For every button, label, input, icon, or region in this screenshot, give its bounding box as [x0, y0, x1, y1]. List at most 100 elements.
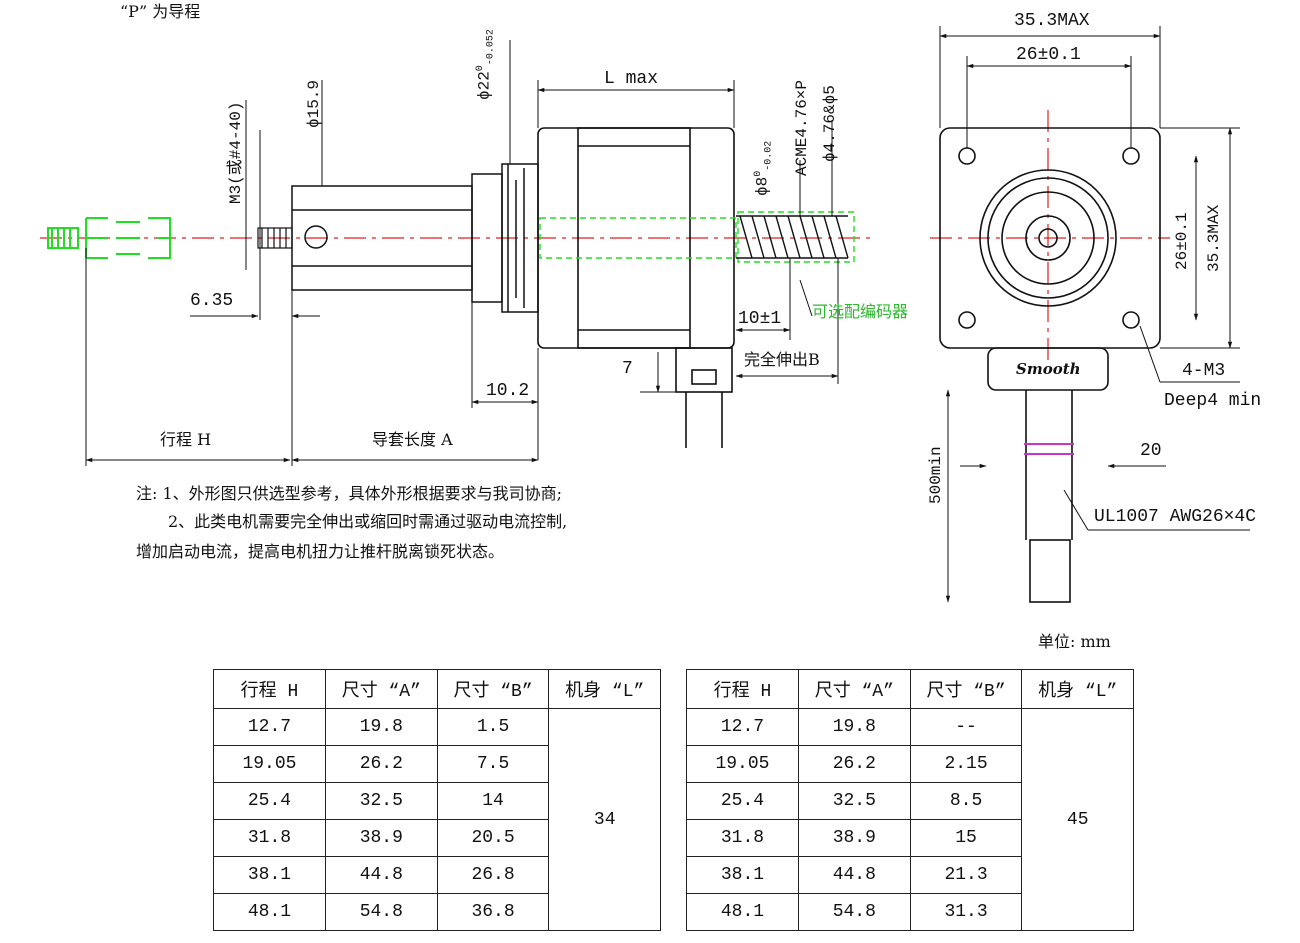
- table-cell: 36.8: [436, 893, 550, 931]
- note-line-2: 2、此类电机需要完全伸出或缩回时需通过驱动电流控制,: [168, 512, 568, 531]
- table-row: 19.05 26.2 7.5: [213, 745, 661, 783]
- dim-m3-thread: M3(或#4-40): [227, 101, 245, 204]
- dim-phi22-tol-upper: 0: [475, 65, 486, 72]
- brand-logo: Smooth: [1016, 360, 1081, 378]
- table-row: 48.1 54.8 36.8: [213, 893, 661, 931]
- note-line-1: 注: 1、外形图只供选型参考，具体外形根据要求与我司协商;: [136, 484, 563, 503]
- dim-10-2: 10.2: [486, 381, 530, 401]
- dim-phi8-tol-upper: 0: [753, 170, 764, 177]
- table-cell: 25.4: [686, 782, 799, 820]
- table-cell: 19.05: [686, 745, 799, 783]
- table-row: 12.7 19.8 -- 45: [686, 708, 1134, 931]
- side-dimensions: [85, 40, 839, 466]
- header-size-b: 尺寸 “B”: [909, 669, 1023, 709]
- lead-screw: [736, 215, 849, 259]
- dim-phi15-9: ϕ15.9: [305, 79, 323, 128]
- table-cell: 12.7: [686, 708, 799, 746]
- table-row: 12.7 19.8 1.5 34: [213, 708, 661, 931]
- dim-phi22-label: ϕ22: [475, 71, 494, 100]
- encoder-outline: [539, 211, 855, 263]
- table-cell: 15: [909, 819, 1023, 857]
- cable-marker: [1024, 443, 1074, 455]
- rod-end-green: [47, 217, 171, 259]
- dim-lead-500min: 500min: [927, 446, 945, 504]
- table-cell: 38.9: [797, 819, 911, 857]
- dim-10-pm-1: 10±1: [738, 309, 782, 329]
- table-cell: 21.3: [909, 856, 1023, 894]
- table-cell: 19.05: [213, 745, 326, 783]
- spec-table-34: 行程 H 尺寸 “A” 尺寸 “B” 机身 “L” 12.7 19.8 1.5 …: [213, 669, 661, 931]
- front-view: [939, 127, 1161, 603]
- header-stroke: 行程 H: [213, 669, 326, 709]
- table-cell: 1.5: [436, 708, 550, 746]
- table-cell: --: [909, 708, 1023, 746]
- table-cell: 48.1: [213, 893, 326, 931]
- table-cell: 12.7: [213, 708, 326, 746]
- table-cell: 25.4: [213, 782, 326, 820]
- table-row: 25.4 32.5 8.5: [686, 782, 1134, 820]
- header-size-a: 尺寸 “A”: [324, 669, 438, 709]
- table-cell: 19.8: [324, 708, 438, 746]
- table-row: 48.1 54.8 31.3: [686, 893, 1134, 931]
- note-line-3: 增加启动电流，提高电机扭力让推杆脱离锁死状态。: [136, 542, 505, 561]
- header-body-l: 机身 “L”: [548, 669, 661, 709]
- dim-phi8-label: ϕ8: [753, 176, 772, 196]
- table-row: 25.4 32.5 14: [213, 782, 661, 820]
- table-cell: 44.8: [797, 856, 911, 894]
- spec-table-45: 行程 H 尺寸 “A” 尺寸 “B” 机身 “L” 12.7 19.8 -- 4…: [686, 669, 1134, 931]
- table-cell: 38.9: [324, 819, 438, 857]
- header-body-l: 机身 “L”: [1021, 669, 1134, 709]
- label-optional-encoder: 可选配编码器: [812, 302, 909, 321]
- header-size-a: 尺寸 “A”: [797, 669, 911, 709]
- front-dimensions: [939, 26, 1250, 603]
- table-cell: 32.5: [324, 782, 438, 820]
- dim-phi8-tol-lower: -0.02: [763, 140, 775, 171]
- table-row: 19.05 26.2 2.15: [686, 745, 1134, 783]
- label-stroke-h: 行程 H: [160, 430, 212, 449]
- lead-note: “P” 为导程: [120, 2, 201, 21]
- table-cell: 26.8: [436, 856, 550, 894]
- table-cell: 26.2: [324, 745, 438, 783]
- dim-6-35: 6.35: [190, 291, 234, 311]
- dim-7: 7: [622, 359, 633, 379]
- table-cell: 38.1: [686, 856, 799, 894]
- dim-phi8: ϕ80-0.02: [753, 140, 775, 196]
- table-cell: 2.15: [909, 745, 1023, 783]
- dim-phi476: ϕ4.76&ϕ5: [821, 85, 839, 162]
- motor-body: [537, 127, 735, 448]
- dim-height-35-3max: 35.3MAX: [1205, 204, 1223, 272]
- body-length-cell: 45: [1021, 708, 1134, 931]
- table-cell: 26.2: [797, 745, 911, 783]
- table-cell: 19.8: [797, 708, 911, 746]
- dim-l-max: L max: [604, 69, 659, 89]
- body-length-cell: 34: [548, 708, 661, 931]
- table-cell: 7.5: [436, 745, 550, 783]
- table-row: 31.8 38.9 15: [686, 819, 1134, 857]
- table-cell: 31.8: [686, 819, 799, 857]
- label-full-extension-b: 完全伸出B: [744, 350, 820, 369]
- dim-20: 20: [1140, 441, 1162, 461]
- table-cell: 14: [436, 782, 550, 820]
- dim-width-35-3max: 35.3MAX: [1014, 11, 1090, 31]
- table-row: 38.1 44.8 26.8: [213, 856, 661, 894]
- dim-acme: ACME4.76×P: [793, 79, 811, 176]
- table-cell: 31.8: [213, 819, 326, 857]
- header-stroke: 行程 H: [686, 669, 799, 709]
- dim-height-26: 26±0.1: [1173, 212, 1191, 270]
- table-cell: 54.8: [324, 893, 438, 931]
- table-cell: 8.5: [909, 782, 1023, 820]
- table-cell: 31.3: [909, 893, 1023, 931]
- unit-label: 单位: mm: [1038, 632, 1111, 651]
- label-sleeve-length-a: 导套长度 A: [372, 430, 453, 449]
- dim-phi22-tol-lower: -0.052: [485, 29, 497, 66]
- table-cell: 44.8: [324, 856, 438, 894]
- table-cell: 48.1: [686, 893, 799, 931]
- table-cell: 20.5: [436, 819, 550, 857]
- table-cell: 32.5: [797, 782, 911, 820]
- dim-width-26: 26±0.1: [1016, 45, 1081, 65]
- table-cell: 38.1: [213, 856, 326, 894]
- label-deep4-min: Deep4 min: [1164, 391, 1262, 411]
- header-size-b: 尺寸 “B”: [436, 669, 550, 709]
- dim-phi22: ϕ220-0.052: [475, 29, 497, 100]
